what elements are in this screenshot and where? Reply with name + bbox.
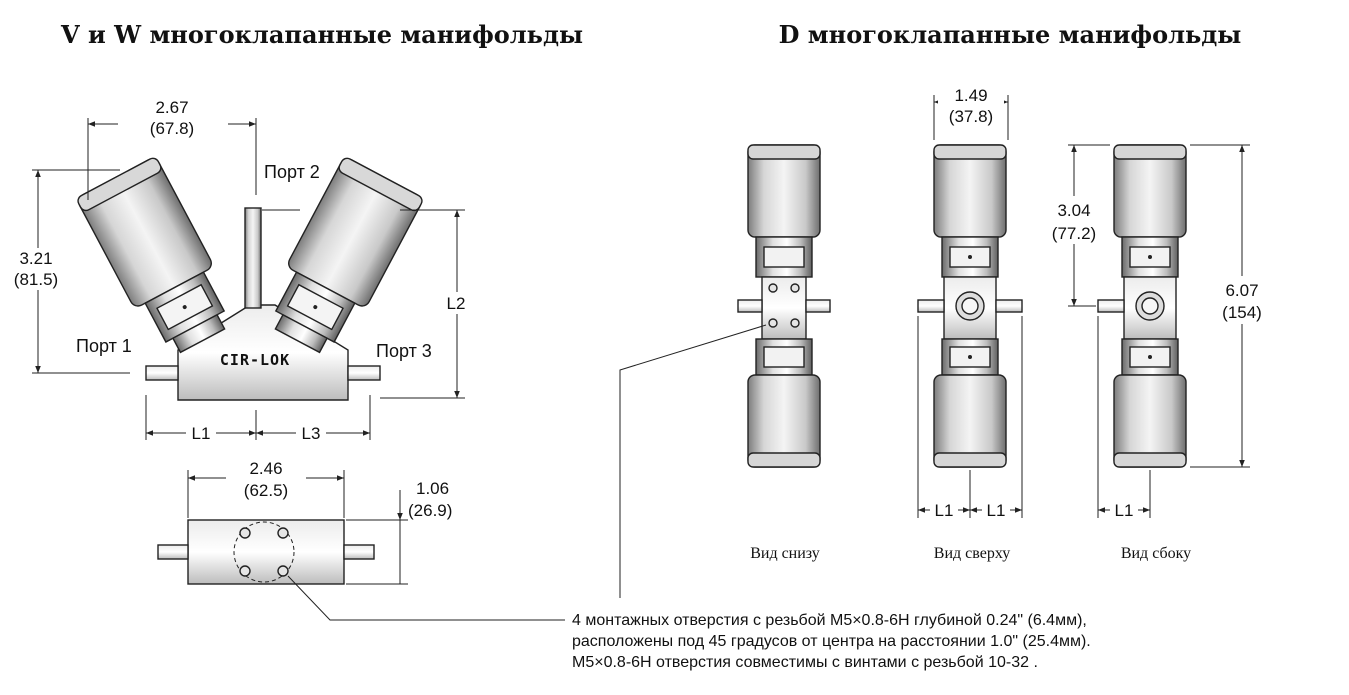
mounting-note: 4 монтажных отверстия с резьбой M5×0.8-6…	[572, 612, 1091, 671]
vw-height-mm: (81.5)	[14, 270, 58, 289]
mount-hole	[239, 565, 251, 577]
vw-height-in: 3.21	[19, 249, 52, 268]
bottom-depth-mm: (26.9)	[408, 501, 452, 520]
vw-width-in: 2.67	[155, 98, 188, 117]
caption-top-view: Вид сверху	[934, 545, 1010, 562]
bottom-body	[187, 519, 345, 585]
mount-hole	[239, 527, 251, 539]
d-total-height-mm: (154)	[1222, 303, 1262, 322]
bottom-width-in: 2.46	[249, 459, 282, 478]
mount-hole	[277, 527, 289, 539]
d-width-mm: (37.8)	[949, 107, 993, 126]
port2-tube	[244, 207, 262, 309]
port3-tube	[347, 365, 381, 381]
d-width-in: 1.49	[954, 86, 987, 105]
note-line-2: расположены под 45 градусов от центра на…	[572, 633, 1091, 650]
note-line-3: M5×0.8-6H отверстия совместимы с винтами…	[572, 654, 1038, 671]
port1-label: Порт 1	[76, 336, 132, 356]
d-half-height-mm: (77.2)	[1052, 224, 1096, 243]
d-side-l1: L1	[1115, 501, 1134, 520]
vw-l2-label: L2	[447, 294, 466, 313]
vw-l1-label: L1	[192, 424, 211, 443]
port2-label: Порт 2	[264, 162, 320, 182]
caption-side-view: Вид сбоку	[1121, 545, 1191, 562]
d-bottom-block	[761, 276, 807, 340]
note-line-1: 4 монтажных отверстия с резьбой M5×0.8-6…	[572, 612, 1087, 629]
left-valve	[77, 157, 226, 354]
d-top-view: 1.49 (37.8) L1 L1 Вид сверху	[917, 80, 1023, 562]
mount-hole	[277, 565, 289, 577]
caption-bottom-view: Вид снизу	[750, 545, 820, 562]
port1-tube	[145, 365, 179, 381]
d-side-view: 3.04 (77.2) 6.07 (154) L1 Вид сбоку	[1042, 144, 1272, 562]
title-d-manifolds: D многоклапанные манифольды	[779, 20, 1242, 49]
bottom-width-mm: (62.5)	[244, 481, 288, 500]
vw-l3-label: L3	[302, 424, 321, 443]
vw-front-view: CIR-LOK 2.67 (67.8)	[6, 96, 472, 444]
d-top-l1-left: L1	[935, 501, 954, 520]
d-bottom-view: Вид снизу	[619, 144, 831, 598]
vw-bottom-view: 2.46 (62.5) 1.06 (26.9)	[157, 458, 565, 621]
bottom-depth-in: 1.06	[416, 479, 449, 498]
d-top-l1-right: L1	[987, 501, 1006, 520]
port3-label: Порт 3	[376, 341, 432, 361]
right-valve	[274, 157, 423, 354]
d-total-height-in: 6.07	[1225, 281, 1258, 300]
d-half-height-in: 3.04	[1057, 201, 1090, 220]
cir-lok-logo: CIR-LOK	[220, 351, 290, 369]
title-vw-manifolds: V и W многоклапанные манифольды	[60, 20, 583, 49]
vw-width-mm: (67.8)	[150, 119, 194, 138]
